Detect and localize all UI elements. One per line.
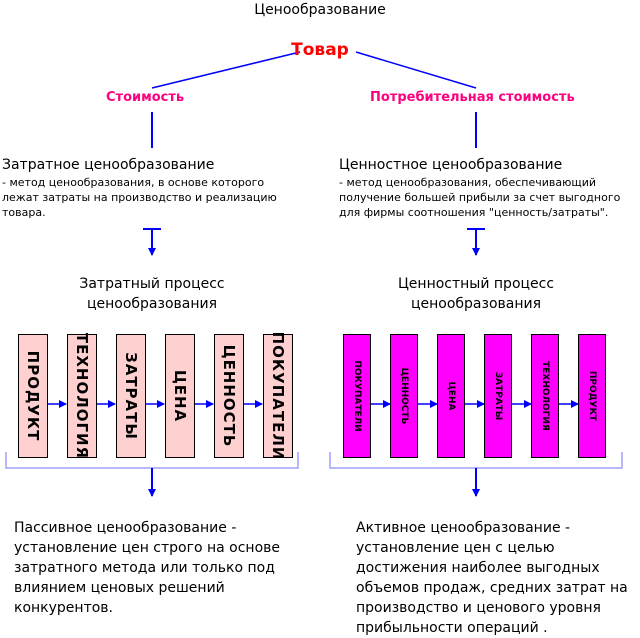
right-method-heading: Ценностное ценообразование [339, 157, 563, 173]
left-step-box: ТЕХНОЛОГИЯ [67, 332, 97, 460]
left-step-box: ПРОДУКТ [18, 334, 48, 458]
diagram-title: Ценообразование [254, 2, 386, 18]
root-to-left-line [151, 51, 301, 89]
process-line: ценообразования [86, 296, 218, 312]
step-label: ПОКУПАТЕЛИ [269, 331, 287, 461]
desc-line: - метод ценообразования, обеспечивающий [339, 176, 597, 189]
right-method-desc: - метод ценообразования, обеспечивающий … [339, 175, 620, 220]
left-step-box: ЦЕНА [165, 334, 195, 458]
desc-line: лежат затраты на производство и реализац… [2, 191, 277, 204]
step-label: ЗАТРАТЫ [493, 371, 503, 421]
left-method-desc: - метод ценообразования, в основе которо… [2, 175, 277, 220]
step-label: ЦЕННОСТЬ [399, 367, 409, 425]
right-step-box: ЦЕНА [437, 334, 465, 458]
left-result-text: Пассивное ценообразование - установление… [14, 520, 281, 616]
right-branch-label: Потребительная стоимость [370, 90, 575, 105]
desc-line: товара. [2, 206, 46, 219]
right-step-box: ЗАТРАТЫ [484, 334, 512, 458]
left-branch-label: Стоимость [106, 90, 185, 105]
step-label: ЗАТРАТЫ [122, 352, 140, 440]
left-step-box: ЦЕННОСТЬ [214, 334, 244, 458]
right-process-label: Ценностный процесс ценообразования [356, 274, 596, 314]
desc-line: - метод ценообразования, в основе которо… [2, 176, 265, 189]
step-label: ЦЕНА [446, 381, 456, 411]
diagram-canvas: Ценообразование Товар Стоимость Потребит… [2, 2, 628, 636]
right-step-box: ПОКУПАТЕЛИ [343, 334, 371, 458]
desc-line: для фирмы соотношения "ценность/затраты"… [339, 206, 609, 219]
step-label: ЦЕННОСТЬ [220, 344, 238, 448]
step-label: ТЕХНОЛОГИЯ [73, 332, 91, 460]
right-step-box: ЦЕННОСТЬ [390, 334, 418, 458]
root-to-right-line [355, 51, 477, 89]
process-line: Ценностный процесс [397, 276, 555, 292]
right-result-text: Активное ценообразование - установление … [356, 520, 628, 636]
step-label: ПРОДУКТ [24, 350, 42, 442]
left-bracket [5, 452, 299, 469]
desc-line: получение большей прибыли за счет выгодн… [339, 191, 621, 204]
process-line: ценообразования [410, 296, 542, 312]
left-method-heading: Затратное ценообразование [2, 157, 215, 173]
step-label: ПОКУПАТЕЛИ [352, 360, 362, 432]
right-step-box: ТЕХНОЛОГИЯ [531, 334, 559, 458]
right-step-box: ПРОДУКТ [578, 334, 606, 458]
left-step-box: ПОКУПАТЕЛИ [263, 331, 293, 461]
step-label: ТЕХНОЛОГИЯ [540, 361, 550, 431]
connector-layer [5, 51, 623, 497]
right-method-arrow [467, 228, 485, 256]
process-line: Затратный процесс [79, 276, 225, 292]
step-label: ЦЕНА [171, 369, 189, 423]
root-node: Товар [291, 40, 349, 60]
left-method-arrow [143, 228, 161, 256]
left-process-label: Затратный процесс ценообразования [32, 274, 272, 314]
left-step-box: ЗАТРАТЫ [116, 334, 146, 458]
step-label: ПРОДУКТ [587, 370, 597, 422]
